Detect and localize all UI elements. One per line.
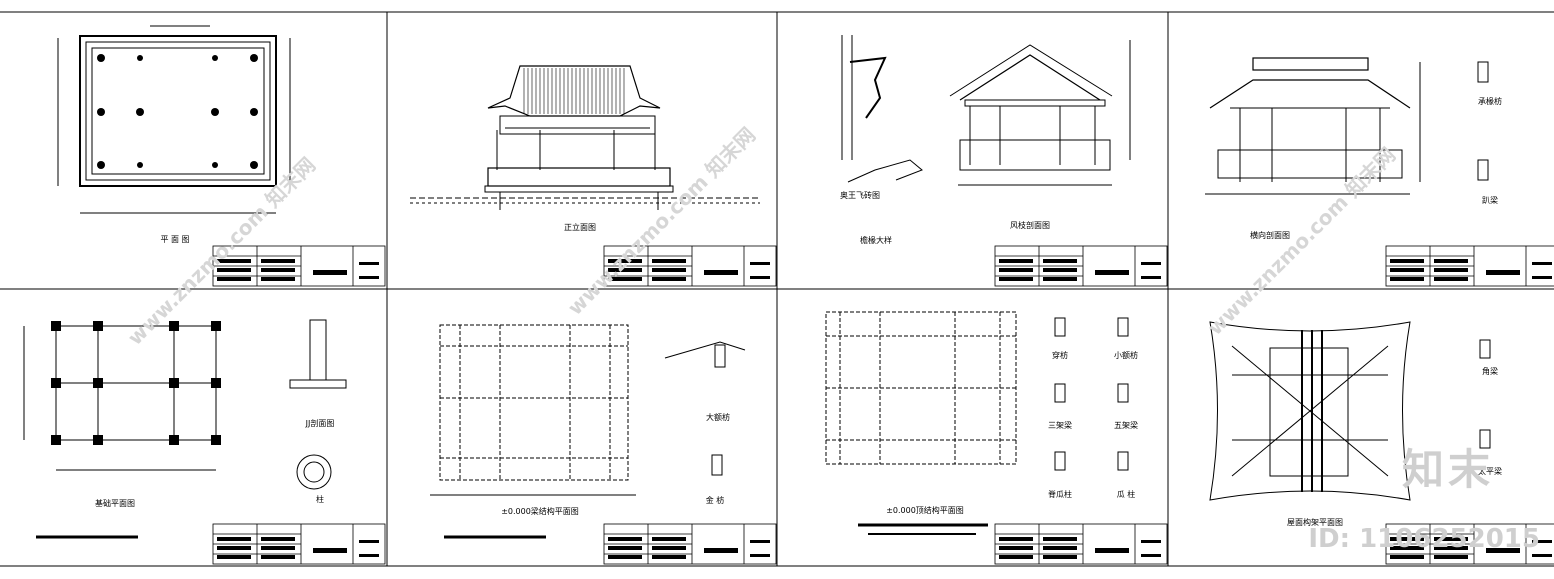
title-blocks [212,245,1554,565]
caption-foundation: 基础平面图 [95,498,135,508]
brand-id: ID: 1106252015 [1308,524,1540,554]
panel-frame-plan [825,311,1129,535]
caption-beam-plan: ±0.000梁结构平面图 [501,506,579,516]
label-gold-beam: 金 枋 [706,495,725,505]
caption-frame-plan: ±0.000顶结构平面图 [886,505,964,515]
caption-column: 柱 [316,494,324,504]
sheet-grid [0,11,1554,567]
caption-section-long: 风枝剖面图 [1010,220,1050,230]
panel-section-long [841,35,1131,186]
label-p7-f: 瓜 柱 [1117,489,1136,499]
label-big-beam: 大额枋 [706,412,730,422]
label-p7-c: 三架梁 [1048,421,1072,430]
panel-elevation [410,65,760,210]
label-p7-b: 小额枋 [1114,350,1138,360]
caption-plan: 平 面 图 [160,235,189,244]
panel-foundation [23,319,347,539]
label-p8-b: 太平梁 [1478,466,1502,476]
caption-section-cross: 横向剖面图 [1250,230,1290,240]
caption-jj-section: JJ剖面图 [305,418,335,428]
label-p4-a: 承椽枋 [1478,96,1502,106]
panel-section-cross [1205,57,1489,195]
caption-flying-rafter: 奥王飞砖图 [840,190,880,200]
panel-plan [57,25,291,214]
label-p7-e: 脊瓜柱 [1048,489,1072,499]
caption-rafter-detail: 檐椽大样 [860,235,892,245]
label-p4-b: 趴梁 [1482,196,1498,205]
caption-elevation: 正立面图 [564,222,596,232]
label-p7-a: 穿枋 [1052,350,1068,360]
label-p8-a: 角梁 [1482,366,1498,376]
caption-roof-plan: 屋面构架平面图 [1287,517,1343,527]
panel-roof-plan [1209,321,1491,501]
brand-logo: 知末 [1401,445,1494,494]
label-p7-d: 五架梁 [1114,421,1138,430]
panel-beam-plan [430,324,746,539]
